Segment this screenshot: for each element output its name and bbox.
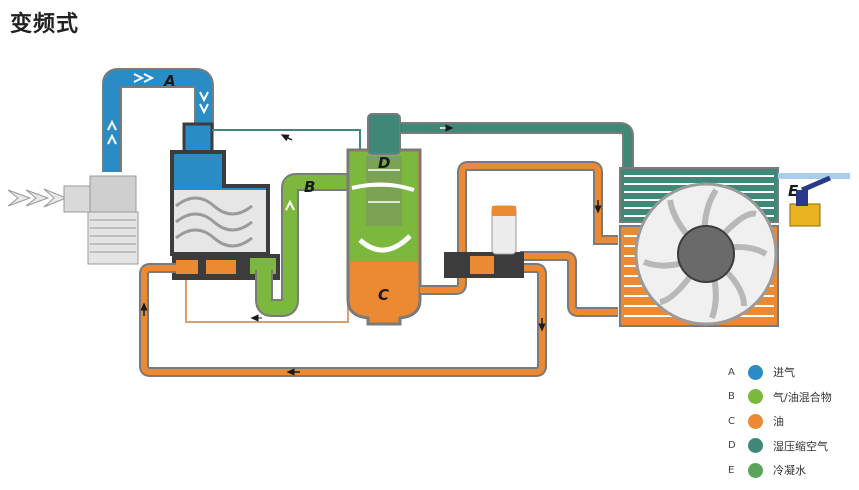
- legend-item-condensate: E 冷凝水: [728, 458, 832, 483]
- legend-item-mixture: B 气/油混合物: [728, 385, 832, 410]
- intake-arrows: [7, 188, 68, 208]
- legend-letter: C: [728, 415, 735, 427]
- mixture-pipe: [255, 173, 362, 317]
- oil-circuit: [139, 161, 618, 377]
- legend-item-compressed-air: D 湿压缩空气: [728, 434, 832, 459]
- legend-letter: E: [728, 464, 735, 476]
- legend-text: 气/油混合物: [773, 390, 832, 404]
- fan-icon: [634, 182, 778, 326]
- legend-dot: [748, 364, 763, 380]
- legend-dot: [748, 389, 763, 405]
- legend: A 进气 B 气/油混合物 C 油 D 湿压缩空气 E 冷凝水: [728, 360, 832, 483]
- separator-vessel: [346, 113, 422, 326]
- page-title: 变频式: [10, 12, 80, 37]
- compressed-air-pipe: [400, 122, 634, 170]
- legend-text: 进气: [773, 366, 795, 380]
- legend-text: 湿压缩空气: [773, 439, 828, 453]
- legend-item-oil: C 油: [728, 409, 832, 434]
- legend-letter: D: [728, 440, 736, 452]
- label-d: D: [378, 154, 390, 172]
- legend-text: 油: [773, 415, 784, 429]
- label-a: A: [163, 72, 176, 90]
- legend-text: 冷凝水: [773, 464, 806, 478]
- air-filter-icon: [63, 175, 139, 265]
- legend-letter: A: [728, 366, 735, 378]
- legend-letter: B: [728, 391, 735, 403]
- thermostatic-valve: [444, 205, 524, 278]
- legend-dot: [748, 413, 763, 429]
- legend-item-intake: A 进气: [728, 360, 832, 385]
- legend-dot: [748, 462, 763, 478]
- legend-dot: [748, 438, 763, 454]
- label-c: C: [378, 286, 389, 304]
- label-b: B: [304, 178, 315, 196]
- drain-valve-icon: [789, 175, 831, 227]
- label-e: E: [788, 182, 799, 200]
- compressor-element: [170, 122, 280, 280]
- intake-pipe: [102, 68, 214, 172]
